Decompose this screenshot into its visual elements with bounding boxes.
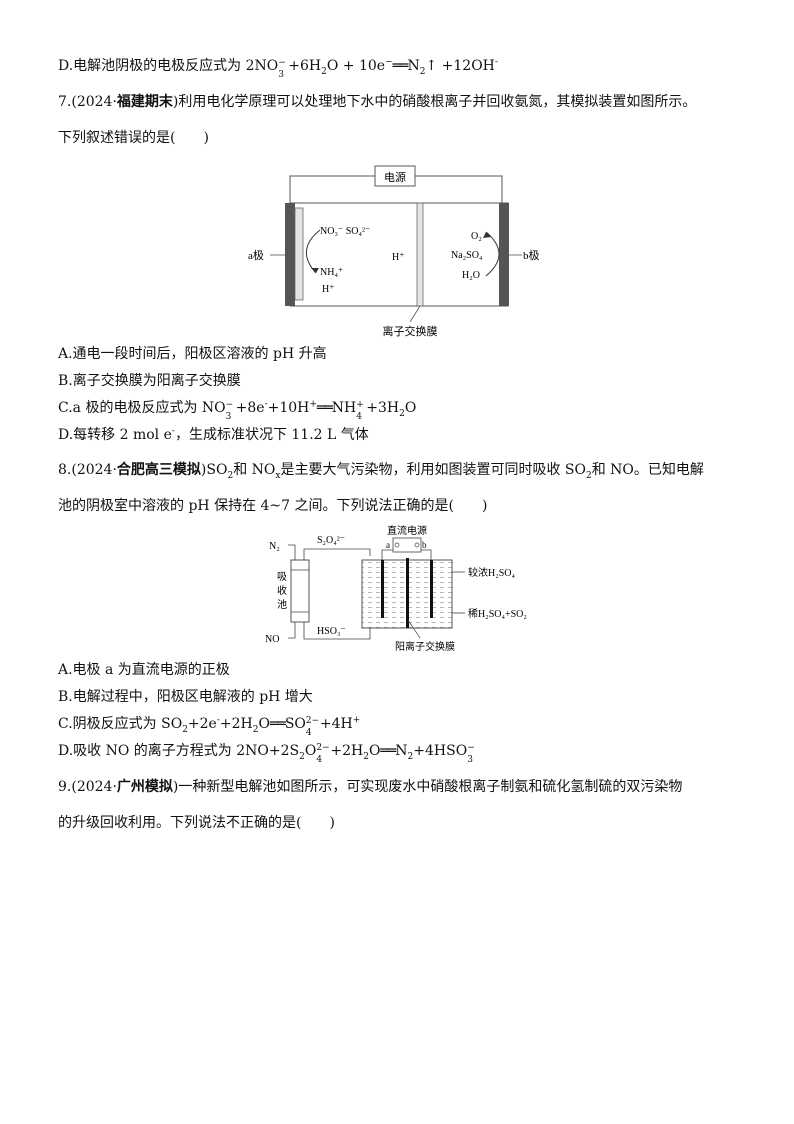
absorber-column [290, 559, 310, 623]
svg-text:NO₃⁻ SO₄²⁻: NO₃⁻ SO₄²⁻ [320, 226, 370, 237]
electrode-b [499, 203, 509, 306]
q7-stem-line1: 7.(2024·福建期末)利用电化学原理可以处理地下水中的硝酸根离子并回收氨氮，… [58, 94, 697, 110]
svg-text:NH₄⁺: NH₄⁺ [320, 267, 343, 278]
q9-stem-line1: 9.(2024·广州模拟)一种新型电解池如图所示，可实现废水中硝酸根离子制氨和硫… [58, 779, 683, 795]
electrode-a [285, 203, 295, 306]
svg-text:离子交换膜: 离子交换膜 [383, 324, 438, 338]
svg-text:较浓H₂SO₄: 较浓H₂SO₄ [468, 566, 515, 579]
q8-figure-absorption-electrolysis: 吸 收 池 N₂ NO S₂O₄²⁻ HSO₃⁻ a b 直流电源 较浓H₂SO… [255, 520, 565, 664]
svg-text:直流电源: 直流电源 [387, 524, 427, 537]
svg-text:O₂: O₂ [471, 231, 482, 242]
q8-stem-line2: 池的阴极室中溶液的 pH 保持在 4~7 之间。下列说法正确的是( ) [58, 498, 488, 514]
svg-text:收: 收 [277, 584, 287, 597]
svg-text:Na₂SO₄: Na₂SO₄ [451, 250, 483, 261]
svg-text:a: a [386, 540, 390, 550]
q8-option-a[interactable]: A.电极 a 为直流电源的正极 [58, 662, 230, 678]
q7-option-b[interactable]: B.离子交换膜为阳离子交换膜 [58, 373, 241, 389]
svg-text:池: 池 [277, 598, 287, 611]
svg-text:S₂O₄²⁻: S₂O₄²⁻ [317, 535, 345, 546]
svg-text:电源: 电源 [384, 170, 406, 184]
q7-option-a[interactable]: A.通电一段时间后，阳极区溶液的 pH 升高 [58, 346, 327, 362]
q8-stem-line1: 8.(2024·合肥高三模拟)SO2和 NOx是主要大气污染物，利用如图装置可同… [58, 462, 704, 481]
q8-option-b[interactable]: B.电解过程中，阳极区电解液的 pH 增大 [58, 689, 313, 705]
svg-text:a极: a极 [248, 248, 264, 262]
svg-text:H⁺: H⁺ [392, 252, 405, 263]
power-source-box [374, 165, 416, 187]
svg-text:稀H₂SO₄+SO₂: 稀H₂SO₄+SO₂ [468, 607, 527, 620]
svg-text:H⁺: H⁺ [322, 284, 335, 295]
svg-text:b: b [422, 540, 427, 550]
q7-figure-electrolysis-cell: 电源 离子交换膜 a极 b极 NO₃⁻ SO₄²⁻ NH₄⁺ H⁺ H⁺ O₂ … [240, 150, 560, 344]
q7-option-d[interactable]: D.每转移 2 mol e-，生成标准状况下 11.2 L 气体 [58, 426, 369, 443]
svg-text:HSO₃⁻: HSO₃⁻ [317, 626, 346, 637]
svg-text:N₂: N₂ [269, 541, 280, 552]
svg-text:阳离子交换膜: 阳离子交换膜 [395, 640, 455, 653]
svg-text:NO: NO [265, 634, 279, 645]
svg-text:b极: b极 [523, 248, 540, 262]
svg-text:吸: 吸 [277, 572, 287, 583]
cation-exchange-membrane [406, 558, 409, 628]
dc-power-source [392, 537, 422, 553]
q7-option-c[interactable]: C.a 极的电极反应式为 NO−3+8e-+10H+══NH+4+3H2O [58, 399, 417, 422]
svg-text:H₂O: H₂O [462, 270, 480, 281]
q9-stem-line2: 的升级回收利用。下列说法不正确的是( ) [58, 815, 335, 831]
q6-option-d: D.电解池阴极的电极反应式为 2NO−3+6H2O + 10e−══N2↑ +1… [58, 57, 498, 80]
ion-exchange-membrane [416, 202, 424, 307]
q7-stem-line2: 下列叙述错误的是( ) [58, 130, 209, 146]
